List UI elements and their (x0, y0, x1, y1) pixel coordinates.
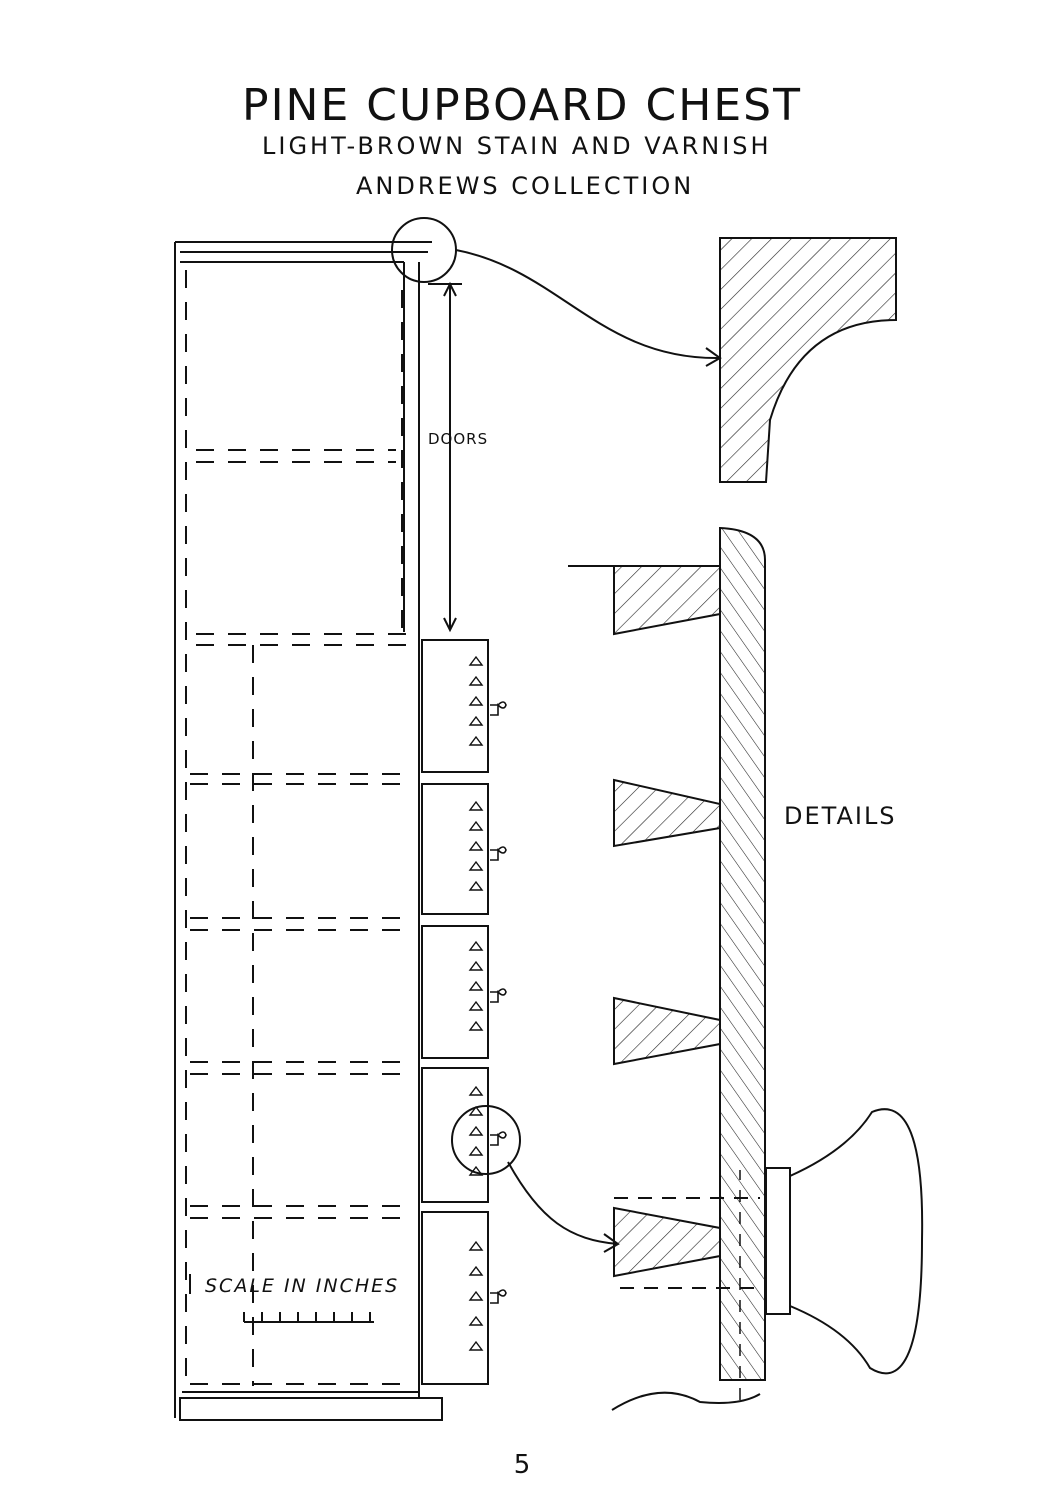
page-number: 5 (0, 1450, 1044, 1480)
finish-subtitle: LIGHT-BROWN STAIN AND VARNISH (262, 132, 772, 160)
drawing-title: PINE CUPBOARD CHEST (0, 80, 1044, 131)
cornice-detail-circle (392, 218, 456, 282)
collection-subtitle: ANDREWS COLLECTION (356, 172, 694, 200)
scale-label: SCALE IN INCHES (205, 1275, 399, 1297)
cornice-section-detail (720, 238, 896, 482)
drawer-fronts (422, 640, 488, 1384)
details-label: DETAILS (784, 802, 897, 830)
doors-label: DOORS (428, 430, 488, 448)
drawer-joint-detail (568, 528, 922, 1410)
